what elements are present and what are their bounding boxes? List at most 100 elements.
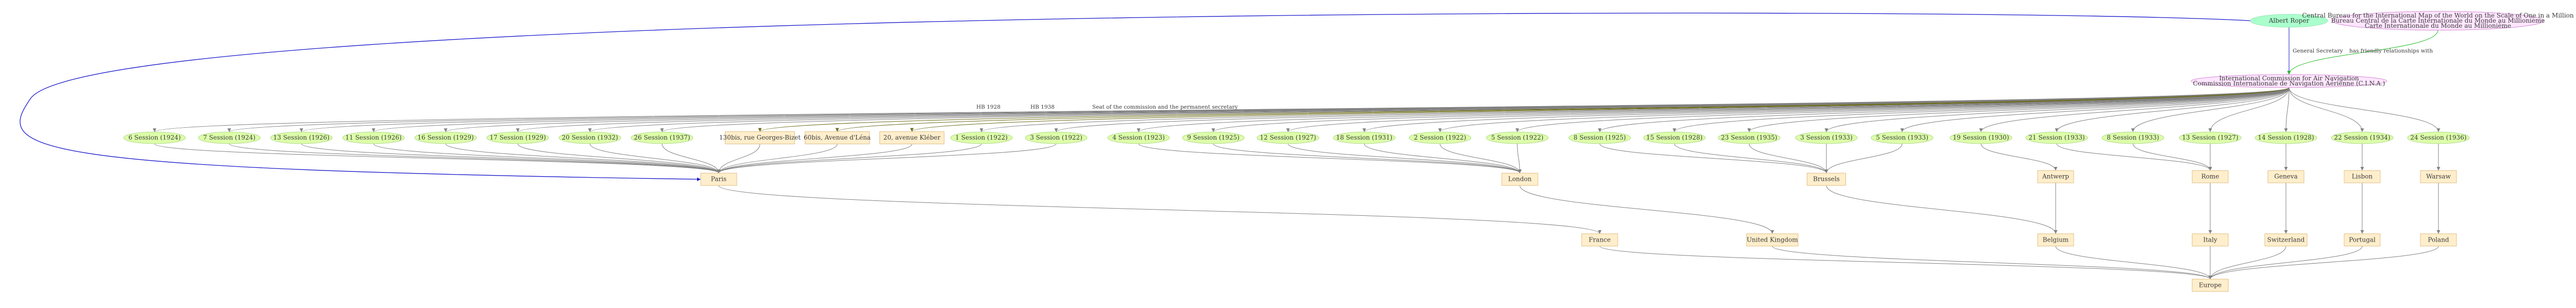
edge-roper-paris (20, 12, 2251, 180)
edge-to-london-1 (1213, 143, 1520, 174)
node-warsaw-label: Warsaw (2426, 173, 2451, 180)
node-s8[interactable]: 1 Session (1922) (950, 131, 1013, 144)
node-s16-ellipse (1568, 131, 1631, 144)
node-uk-label: United Kingdom (1747, 236, 1798, 243)
node-s20-ellipse (1871, 131, 1934, 144)
node-s15[interactable]: 5 Session (1922) (1486, 131, 1549, 144)
node-s11[interactable]: 9 Session (1925) (1182, 131, 1245, 144)
node-s5[interactable]: 17 Session (1929) (486, 131, 549, 144)
edge-icao-session-0-arrowhead (152, 128, 157, 132)
edge-icao-session-11 (1213, 87, 2290, 132)
node-s23[interactable]: 8 Session (1933) (2102, 131, 2164, 144)
node-s19-label: 3 Session (1933) (1800, 134, 1853, 141)
node-s20-label: 5 Session (1933) (1876, 134, 1928, 141)
node-s4[interactable]: 16 Session (1929) (414, 131, 477, 144)
node-s12[interactable]: 12 Session (1927) (1257, 131, 1319, 144)
edge-label-friendly-relationships: has friendly relationships with (2349, 48, 2433, 54)
edge-icao-session-12-arrowhead (1286, 128, 1290, 132)
node-italy[interactable]: Italy (2192, 233, 2229, 247)
node-london[interactable]: London (1501, 173, 1538, 186)
node-a2[interactable]: 20, avenue Kléber (879, 131, 944, 144)
node-s9[interactable]: 3 Session (1922) (1025, 131, 1088, 144)
node-switzerland[interactable]: Switzerland (2264, 233, 2308, 247)
node-s17[interactable]: 15 Session (1928) (1643, 131, 1706, 144)
node-italy-box (2192, 233, 2229, 247)
edge-icao-session-8-arrowhead (979, 128, 984, 132)
node-s6[interactable]: 20 Session (1932) (558, 131, 621, 144)
node-s14[interactable]: 2 Session (1922) (1409, 131, 1471, 144)
node-rome-label: Rome (2201, 173, 2219, 180)
node-s27-label: 24 Session (1936) (2410, 134, 2466, 141)
edge-icao-session-26 (2289, 87, 2363, 132)
node-s1[interactable]: 7 Session (1924) (198, 131, 261, 144)
edge-icao-session-12 (1287, 87, 2290, 132)
node-s21[interactable]: 19 Session (1930) (1950, 131, 2012, 144)
node-rome[interactable]: Rome (2192, 170, 2229, 183)
node-s27-ellipse (2407, 131, 2470, 144)
node-poland[interactable]: Poland (2420, 233, 2457, 247)
edge-icao-session-4-arrowhead (444, 128, 448, 132)
node-europe[interactable]: Europe (2192, 279, 2229, 292)
edge-icao-session-9-arrowhead (1054, 128, 1058, 132)
node-s5-label: 17 Session (1929) (489, 134, 546, 141)
edge-icao-session-20 (1902, 87, 2290, 132)
node-belgium[interactable]: Belgium (2037, 233, 2074, 247)
node-antwerp[interactable]: Antwerp (2037, 170, 2074, 183)
edge-icao-session-23 (2132, 87, 2290, 132)
node-belgium-box (2037, 233, 2074, 247)
node-warsaw[interactable]: Warsaw (2420, 170, 2457, 183)
node-roper[interactable]: Albert Roper (2250, 14, 2328, 28)
node-geneva-label: Geneva (2274, 173, 2297, 180)
node-lisbon[interactable]: Lisbon (2344, 170, 2381, 183)
node-s3[interactable]: 11 Session (1926) (342, 131, 405, 144)
node-s19[interactable]: 3 Session (1933) (1795, 131, 1858, 144)
edge-icao-address-0-arrowhead (758, 128, 762, 132)
node-portugal[interactable]: Portugal (2344, 233, 2381, 247)
node-paris[interactable]: Paris (700, 173, 737, 186)
node-s20[interactable]: 5 Session (1933) (1871, 131, 1934, 144)
edge-label-general-secretary: General Secretary (2293, 48, 2343, 54)
node-s8-label: 1 Session (1922) (955, 134, 1008, 141)
edge-icao-session-18-arrowhead (1747, 128, 1751, 132)
node-s0[interactable]: 6 Session (1924) (123, 131, 186, 144)
edge-label-seat-1928: HB 1928 (976, 104, 1001, 110)
node-france[interactable]: France (1581, 233, 1618, 247)
node-s10[interactable]: 4 Session (1923) (1107, 131, 1170, 144)
node-icao[interactable]: International Commission for Air Navigat… (2191, 74, 2387, 88)
node-s24[interactable]: 13 Session (1927) (2179, 131, 2242, 144)
node-s2[interactable]: 13 Session (1926) (270, 131, 333, 144)
node-s25[interactable]: 14 Session (1928) (2255, 131, 2317, 144)
node-a1[interactable]: 60bis, Avenue d'Léna (804, 131, 871, 144)
node-bureau[interactable]: Central Bureau for the International Map… (2302, 11, 2574, 31)
node-s1-ellipse (198, 131, 261, 144)
node-s22-label: 21 Session (1933) (2028, 134, 2084, 141)
node-s13[interactable]: 18 Session (1931) (1333, 131, 1396, 144)
edge-to-paris-5 (517, 143, 719, 174)
node-s4-label: 16 Session (1929) (417, 134, 473, 141)
node-s27[interactable]: 24 Session (1936) (2407, 131, 2470, 144)
edge-icao-session-16 (1599, 87, 2290, 132)
edge-icao-session-10-arrowhead (1137, 128, 1141, 132)
node-s18[interactable]: 23 Session (1935) (1718, 131, 1781, 144)
node-s16[interactable]: 8 Session (1925) (1568, 131, 1631, 144)
edge-portugal-europe (2210, 246, 2363, 280)
node-geneva[interactable]: Geneva (2267, 170, 2304, 183)
node-uk[interactable]: United Kingdom (1746, 233, 1799, 247)
edge-to-paris-4 (445, 143, 719, 174)
node-london-label: London (1508, 176, 1532, 183)
node-s0-label: 6 Session (1924) (128, 134, 181, 141)
node-s22[interactable]: 21 Session (1933) (2025, 131, 2088, 144)
edge-to-paris-11 (718, 144, 838, 174)
node-switzerland-label: Switzerland (2267, 236, 2305, 243)
edge-label-seat-1938: HB 1938 (1030, 104, 1055, 110)
node-s26[interactable]: 22 Session (1934) (2331, 131, 2394, 144)
node-s1-label: 7 Session (1924) (203, 134, 256, 141)
node-brussels[interactable]: Brussels (1807, 173, 1846, 186)
node-belgium-label: Belgium (2043, 236, 2069, 243)
node-a0[interactable]: 130bis, rue Georges-Bizet (719, 131, 801, 144)
edge-icao-session-15 (1517, 87, 2290, 132)
edge-icao-session-11-arrowhead (1211, 128, 1215, 132)
node-a0-label: 130bis, rue Georges-Bizet (719, 134, 801, 141)
node-s7[interactable]: 26 Session (1937) (631, 131, 693, 144)
